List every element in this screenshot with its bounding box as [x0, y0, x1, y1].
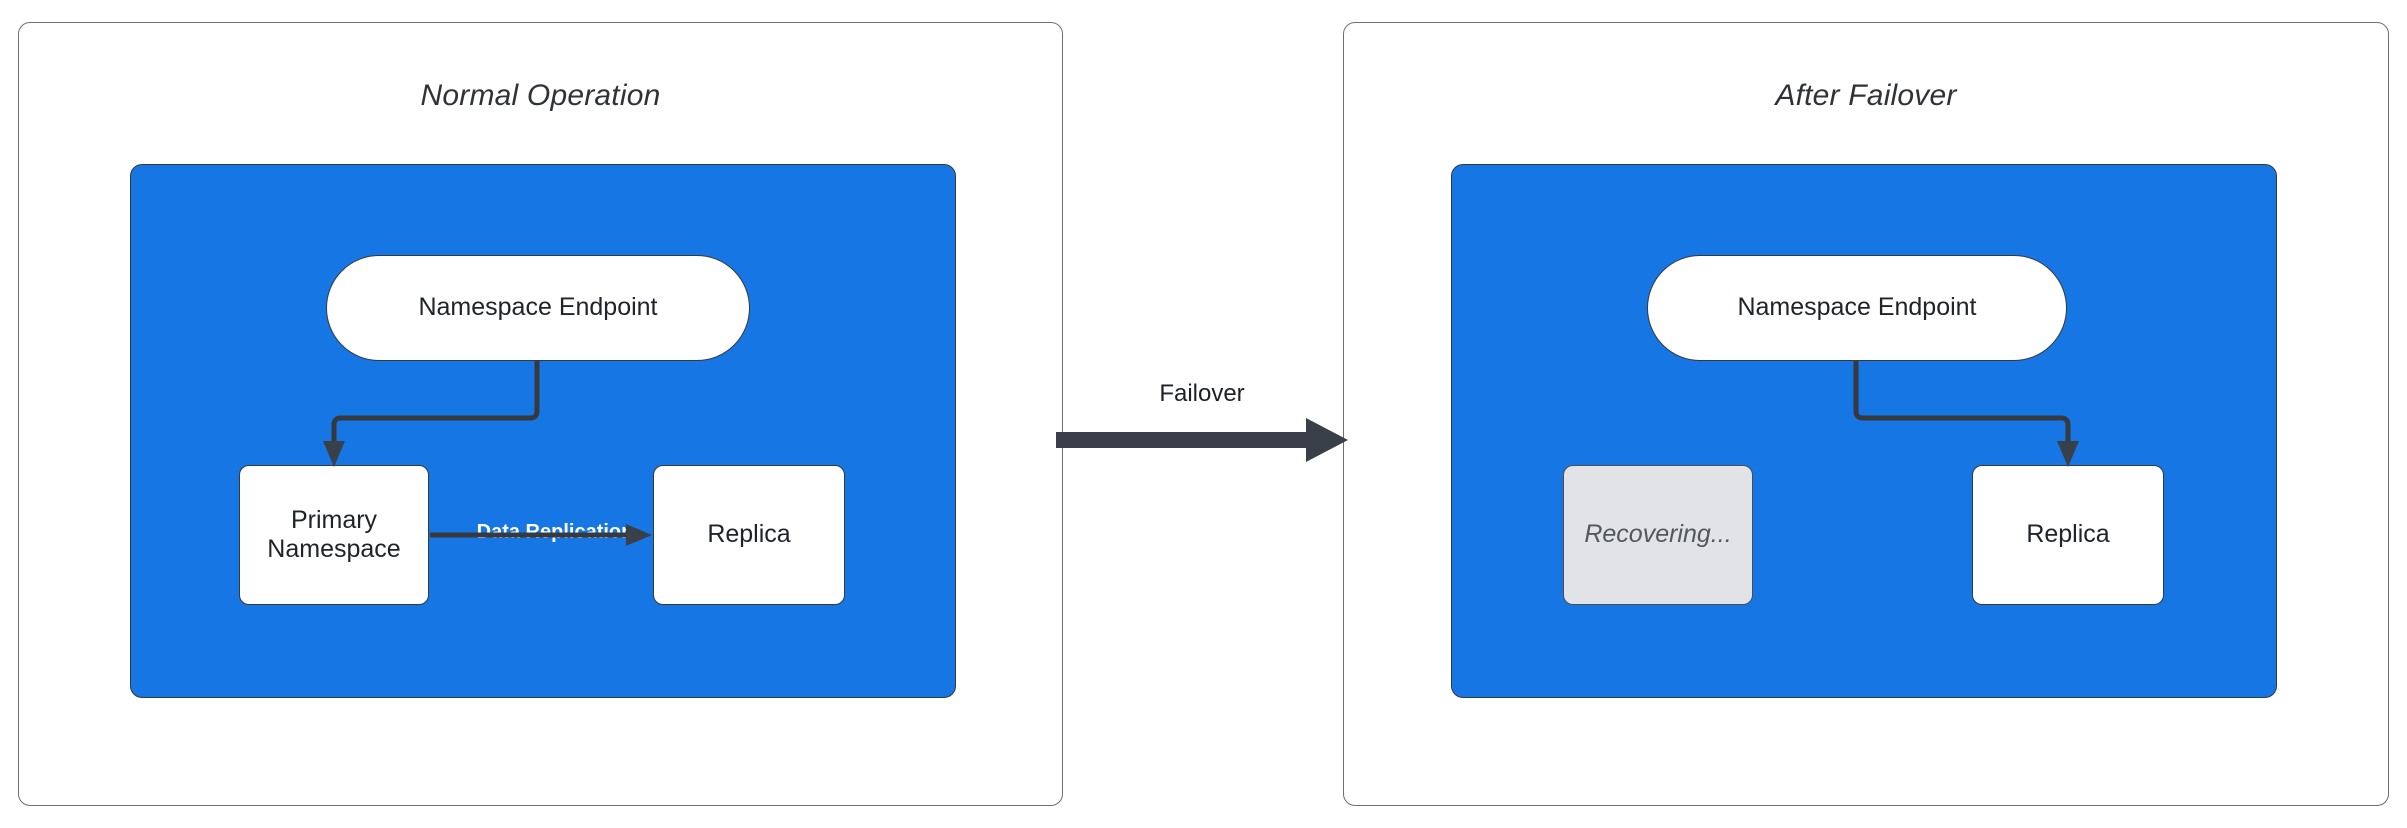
panel-title-after-failover: After Failover — [1775, 79, 1957, 112]
failover-arrow-icon — [1056, 418, 1348, 462]
node-namespace-endpoint-right[interactable]: Namespace Endpoint — [1647, 255, 2067, 361]
failover-label: Failover — [1159, 380, 1245, 407]
node-label-recovering: Recovering... — [1584, 520, 1732, 549]
node-replica-left[interactable]: Replica — [653, 465, 845, 605]
node-label-replica-left: Replica — [707, 520, 791, 549]
node-label-primary-namespace: Primary Namespace — [267, 506, 400, 565]
blue-container-normal-operation — [130, 164, 956, 698]
node-primary-namespace[interactable]: Primary Namespace — [239, 465, 429, 605]
node-namespace-endpoint-left[interactable]: Namespace Endpoint — [326, 255, 750, 361]
node-label-namespace-endpoint-right: Namespace Endpoint — [1737, 293, 1977, 322]
blue-container-after-failover — [1451, 164, 2277, 698]
edge-label-data-replication: Data Replication — [476, 521, 634, 543]
node-label-primary-namespace-line2: Namespace — [267, 535, 401, 563]
node-label-replica-right: Replica — [2026, 520, 2110, 549]
node-label-namespace-endpoint-left: Namespace Endpoint — [418, 293, 658, 322]
node-recovering[interactable]: Recovering... — [1563, 465, 1753, 605]
node-label-primary-namespace-line1: Primary — [290, 505, 378, 534]
node-replica-right[interactable]: Replica — [1972, 465, 2164, 605]
panel-title-normal-operation: Normal Operation — [420, 79, 661, 112]
